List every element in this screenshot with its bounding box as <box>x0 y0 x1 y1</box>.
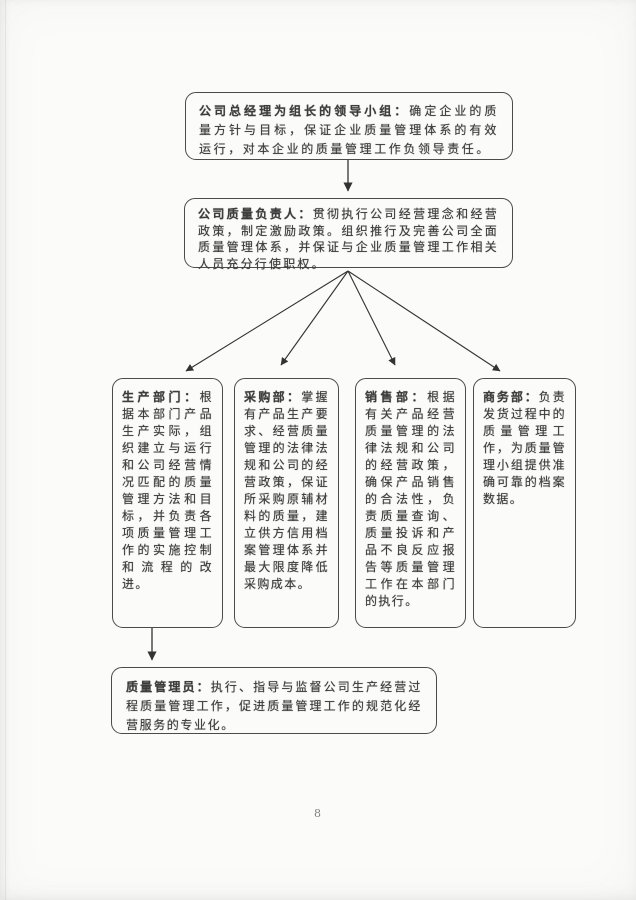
page-number: 8 <box>314 807 322 820</box>
production-dept-box: 生产部门：根据本部门产品生产实际，组织建立与运行和公司经营情况匹配的质量管理方法… <box>112 378 223 628</box>
quality-lead-title: 公司质量负责人： <box>198 207 313 221</box>
purchasing-dept-box: 采购部：掌握有产品生产要求、经营质量管理的法律法规和公司的经营政策，保证所采购原… <box>234 378 339 628</box>
leadership-group-box: 公司总经理为组长的领导小组：确定企业的质量方针与目标，保证企业质量管理体系的有效… <box>185 92 513 160</box>
quality-admin-title: 质量管理员： <box>126 680 211 694</box>
production-dept-body: 根据本部门产品生产实际，组织建立与运行和公司经营情况匹配的质量管理方法和目标，并… <box>122 390 213 591</box>
quality-lead-box: 公司质量负责人：贯彻执行公司经营理念和经营政策，制定激励政策。组织推行及完善公司… <box>184 198 513 271</box>
leadership-group-body: 确定企业的质量方针与目标，保证企业质量管理体系的有效运行，对本企业的质量管理工作… <box>199 104 499 156</box>
arrow-quality-lead-to-purchasing <box>280 270 349 366</box>
scan-edge-artifact <box>5 0 6 900</box>
leadership-group-title: 公司总经理为组长的领导小组： <box>199 104 410 118</box>
arrow-quality-lead-to-sales <box>347 270 396 366</box>
purchasing-dept-body: 掌握有产品生产要求、经营质量管理的法律法规和公司的经营政策，保证所采购原辅材料的… <box>244 390 329 591</box>
sales-dept-title: 销售部： <box>365 390 428 404</box>
arrow-quality-lead-to-production <box>185 270 349 372</box>
commerce-dept-box: 商务部：负责发货过程中的质量管理工作，为质量管理小组提供准确可靠的档案数据。 <box>473 378 576 628</box>
quality-admin-box: 质量管理员：执行、指导与监督公司生产经营过程质量管理工作，促进质量管理工作的规范… <box>111 667 437 734</box>
sales-dept-body: 根据有关产品经营质量管理的法律法规和公司的经营政策，确保产品销售的合法性，负责质… <box>365 390 456 608</box>
quality-admin-body: 执行、指导与监督公司生产经营过程质量管理工作，促进质量管理工作的规范化经营服务的… <box>126 680 422 732</box>
production-dept-title: 生产部门： <box>122 390 200 404</box>
arrow-quality-lead-to-commerce <box>347 270 501 372</box>
sales-dept-box: 销售部：根据有关产品经营质量管理的法律法规和公司的经营政策，确保产品销售的合法性… <box>355 378 466 628</box>
commerce-dept-title: 商务部： <box>483 390 539 404</box>
quality-lead-body: 贯彻执行公司经营理念和经营政策，制定激励政策。组织推行及完善公司全面质量管理体系… <box>198 207 499 271</box>
purchasing-dept-title: 采购部： <box>244 390 302 404</box>
commerce-dept-body: 负责发货过程中的质量管理工作，为质量管理小组提供准确可靠的档案数据。 <box>483 390 566 506</box>
